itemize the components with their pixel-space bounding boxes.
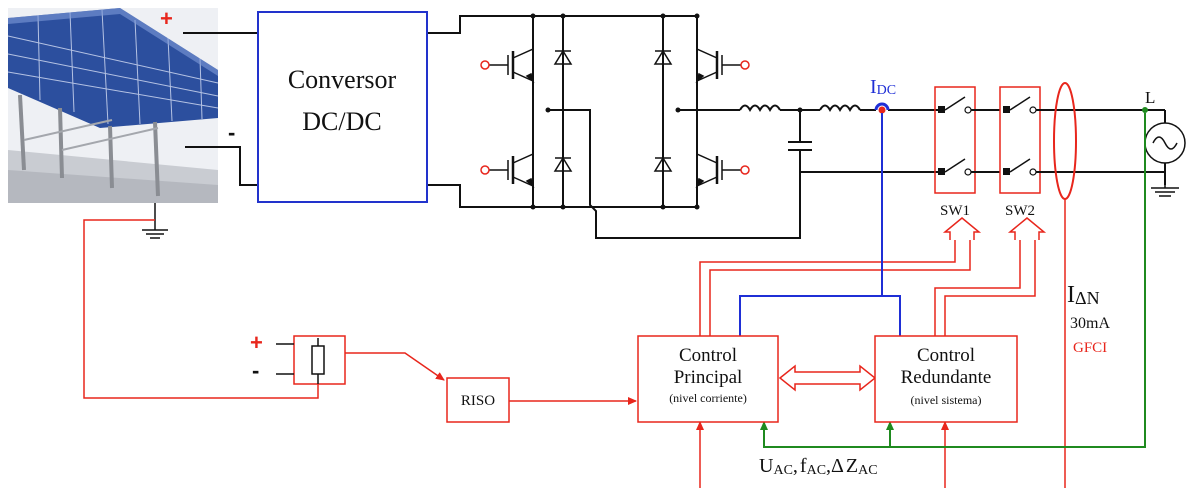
idc-label: IDC [870, 76, 896, 98]
riso-box [446, 377, 510, 423]
gfci-current-label: IΔN [1067, 282, 1100, 308]
igbt-low-left [480, 140, 535, 200]
igbt-high-right [695, 35, 750, 95]
gfci-rating: 30mA [1070, 315, 1110, 332]
control-principal-line2: Principal [674, 367, 743, 388]
control-redundante-line2: Redundante [901, 367, 992, 388]
monitor-minus-label: - [252, 358, 259, 383]
converter-label-line2: DC/DC [302, 107, 381, 136]
switch-command-arrows [942, 217, 1047, 240]
gfci-name: GFCI [1073, 340, 1107, 356]
pv-minus-label: - [228, 120, 235, 145]
riso-label: RISO [461, 393, 495, 409]
igbt-low-right [695, 140, 750, 200]
diode-low-right [653, 156, 673, 172]
h-bridge [480, 35, 750, 200]
control-redundante-note: (nivel sistema) [911, 393, 982, 407]
pv-plus-label: + [160, 6, 173, 31]
current-sensor-tap [878, 106, 886, 114]
line-label: L [1145, 88, 1155, 107]
switch-sw2 [999, 86, 1045, 194]
converter-label-line1: Conversor [288, 65, 397, 94]
diode-high-left [553, 49, 573, 65]
switch-sw1 [934, 86, 1000, 194]
grid-sense-line [760, 113, 1146, 448]
igbt-high-left [480, 35, 535, 95]
control-link-arrow [778, 364, 877, 392]
control-redundante-box [874, 335, 1018, 423]
control-principal-line1: Control [679, 345, 737, 366]
current-sense-line [739, 113, 883, 336]
control-wiring [83, 199, 1066, 488]
control-principal-box [637, 335, 779, 423]
junction-dots [530, 13, 803, 210]
sw1-label: SW1 [940, 203, 970, 219]
current-sensor-coil [874, 102, 890, 111]
monitor-plus-label: + [250, 330, 263, 355]
ground-icon [1151, 185, 1179, 197]
diode-high-right [653, 49, 673, 65]
pv-array-image [7, 8, 219, 203]
control-principal-note: (nivel corriente) [669, 391, 747, 405]
gfci-toroid [1053, 82, 1077, 200]
diode-low-left [553, 156, 573, 172]
sw2-label: SW2 [1005, 203, 1035, 219]
pv-ground-icon [142, 203, 168, 239]
control-redundante-line1: Control [917, 345, 975, 366]
dc-dc-converter-box [257, 11, 428, 203]
